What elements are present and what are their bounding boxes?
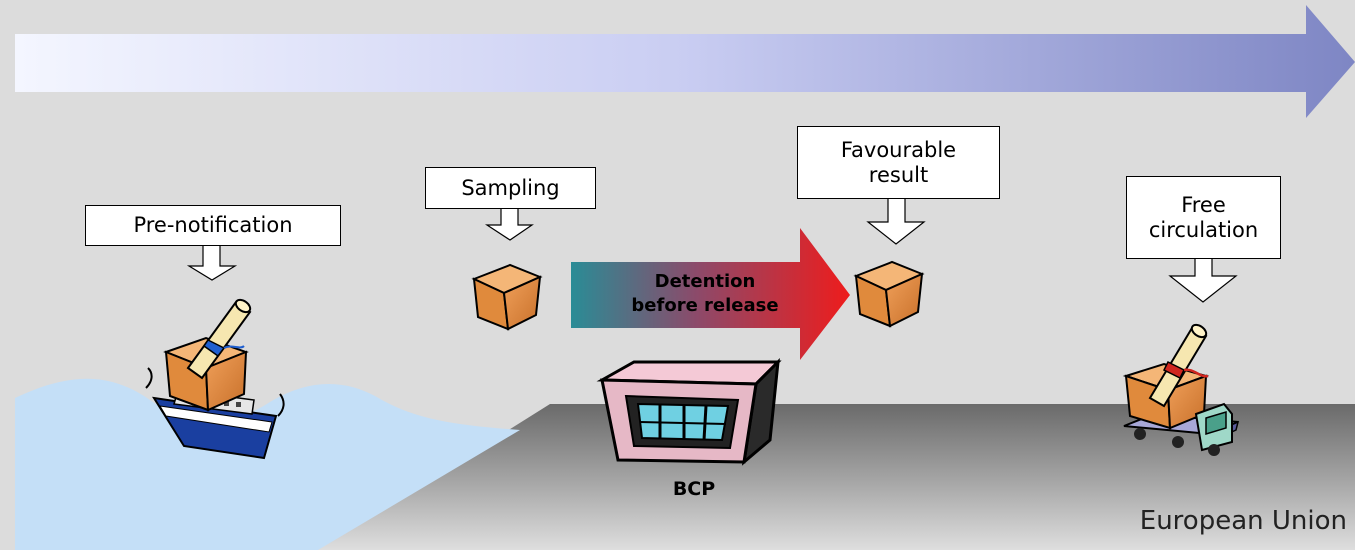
free-circulation-line1: Free — [1181, 192, 1226, 217]
scroll-icon — [186, 298, 252, 380]
ship-icon — [145, 298, 285, 460]
region-label: European Union — [1139, 506, 1347, 536]
pointer-free-circulation — [1168, 257, 1238, 303]
favourable-result-line1: Favourable — [840, 137, 957, 162]
favourable-result-line2: result — [868, 162, 929, 187]
detention-line2: before release — [631, 295, 779, 316]
pointer-favourable — [866, 197, 926, 245]
free-circulation-line2: circulation — [1148, 217, 1259, 242]
parcel-icon — [471, 263, 543, 331]
eu-ground — [318, 404, 1355, 550]
pre-notification-label: Pre-notification — [133, 213, 293, 237]
bcp-label: BCP — [672, 478, 716, 500]
parcel-icon — [853, 260, 925, 328]
callout-sampling: Sampling — [425, 167, 596, 209]
detention-label: Detention before release — [600, 270, 810, 318]
detention-arrow — [571, 228, 850, 360]
building-icon — [596, 357, 782, 466]
truck-icon — [1122, 323, 1240, 456]
callout-free-circulation: Free circulation — [1126, 176, 1281, 259]
callout-pre-notification: Pre-notification — [85, 205, 341, 246]
sampling-label: Sampling — [461, 175, 560, 200]
pointer-sampling — [484, 207, 534, 241]
callout-pointers — [186, 197, 1238, 303]
detention-line1: Detention — [654, 271, 756, 292]
callout-favourable-result: Favourable result — [797, 126, 1000, 199]
scroll-icon — [1148, 323, 1209, 408]
timeline-arrow — [15, 5, 1355, 118]
sea-waves — [15, 378, 520, 550]
pointer-pre-notification — [186, 242, 238, 281]
